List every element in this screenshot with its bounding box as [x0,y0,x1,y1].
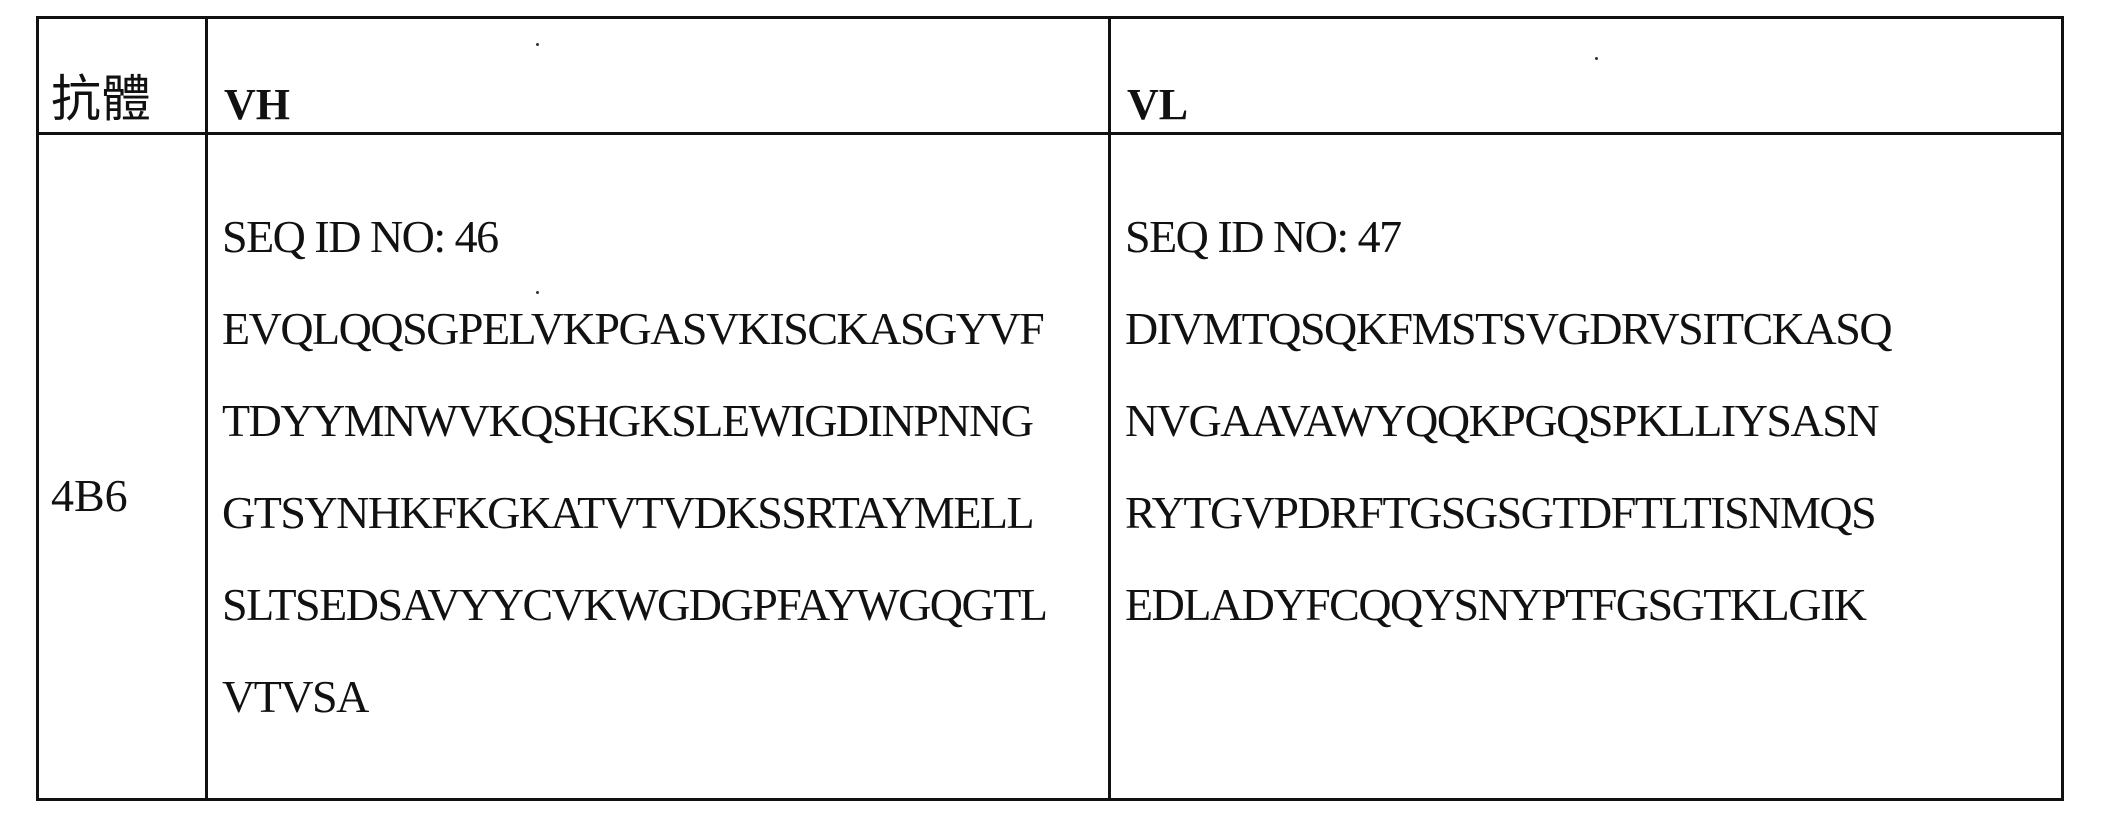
header-row: 抗體 VH VL [36,16,2064,135]
header-antibody-label: 抗體 [51,70,151,128]
vh-sequence-block: SEQ ID NO: 46 EVQLQQSGPELVKPGASVKISCKASG… [222,191,1048,743]
vl-seq-line: RYTGVPDRFTGSGSGTDFTLTISNMQS [1125,487,1877,538]
header-vl-label: VL [1127,80,1189,129]
antibody-name: 4B6 [51,470,128,521]
scan-speck [1595,57,1598,60]
vl-seq-line: DIVMTQSQKFMSTSVGDRVSITCKASQ [1125,303,1893,354]
table-row: 4B6 SEQ ID NO: 46 EVQLQQSGPELVKPGASVKISC… [36,132,2064,801]
vl-seq-line: EDLADYFCQQYSNYPTFGSGTKLGIK [1125,579,1867,630]
vl-sequence-cell: SEQ ID NO: 47 DIVMTQSQKFMSTSVGDRVSITCKAS… [1108,132,2064,801]
vh-seq-id: SEQ ID NO: 46 [222,211,499,262]
antibody-name-cell: 4B6 [36,132,208,801]
vh-sequence-cell: SEQ ID NO: 46 EVQLQQSGPELVKPGASVKISCKASG… [205,132,1111,801]
vl-sequence-block: SEQ ID NO: 47 DIVMTQSQKFMSTSVGDRVSITCKAS… [1125,191,1893,651]
vl-seq-id: SEQ ID NO: 47 [1125,211,1402,262]
vh-seq-line: VTVSA [222,671,369,722]
vl-seq-line: NVGAAVAWYQQKPGQSPKLLIYSASN [1125,395,1880,446]
header-vh-cell: VH [205,16,1111,135]
header-vh-label: VH [224,80,290,129]
antibody-sequence-table: 抗體 VH VL 4B6 SEQ ID NO: 46 EVQLQQSGPELVK… [36,16,2064,801]
header-vl-cell: VL [1108,16,2064,135]
scan-speck [536,291,539,294]
vh-seq-line: EVQLQQSGPELVKPGASVKISCKASGYVF [222,303,1045,354]
vh-seq-line: SLTSEDSAVYYCVKWGDGPFAYWGQGTL [222,579,1048,630]
vh-seq-line: GTSYNHKFKGKATVTVDKSSRTAYMELL [222,487,1035,538]
scan-speck [536,43,539,46]
vh-seq-line: TDYYMNWVKQSHGKSLEWIGDINPNNG [222,395,1034,446]
header-antibody-cell: 抗體 [36,16,208,135]
